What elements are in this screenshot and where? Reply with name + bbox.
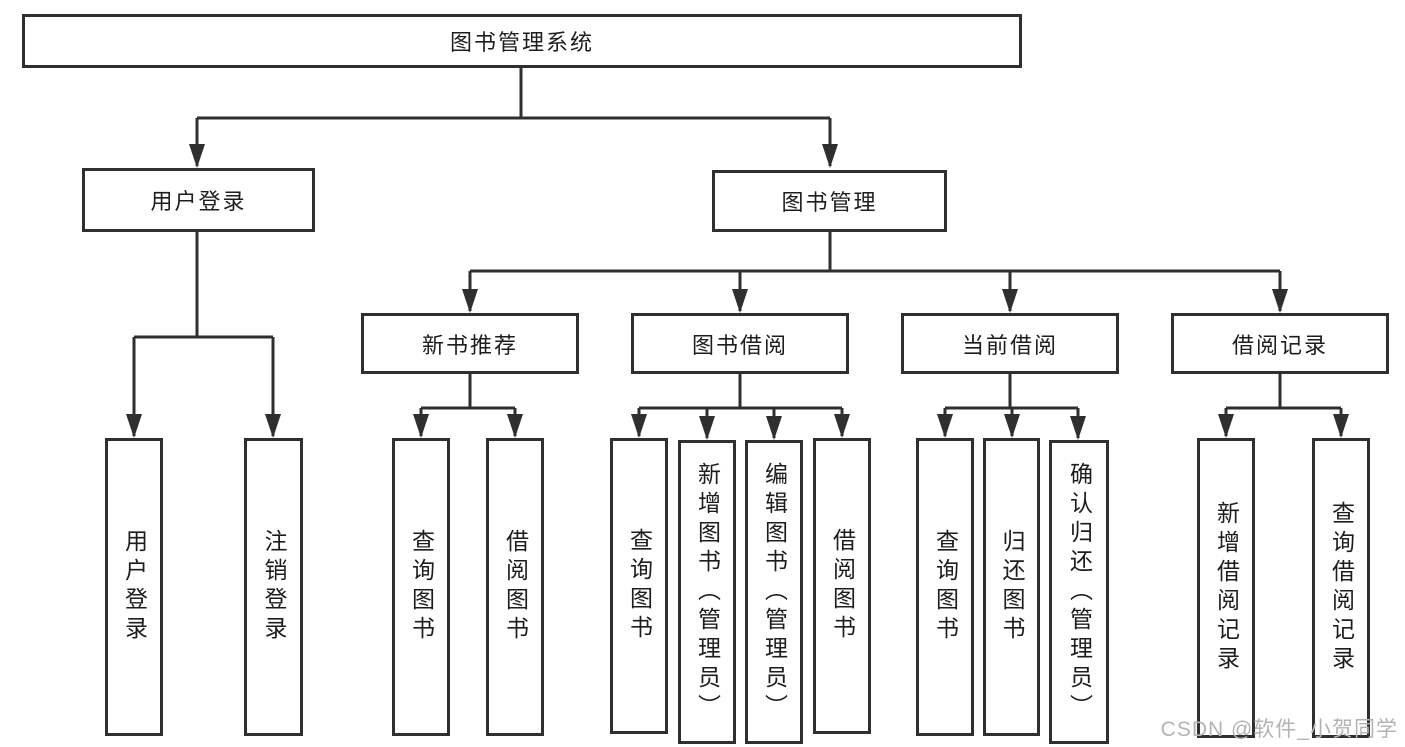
leaf-confirm-return-admin-label: 确认归还（管理员） (1066, 461, 1093, 723)
leaf-add-borrow-record-label: 新增借阅记录 (1213, 501, 1240, 675)
leaf-add-book-admin: 新增图书（管理员） (678, 440, 736, 744)
leaf-add-book-admin-label: 新增图书（管理员） (694, 461, 721, 723)
leaf-query-books-borrowing-label: 查询图书 (626, 528, 653, 644)
leaf-edit-book-admin: 编辑图书（管理员） (745, 440, 803, 744)
leaf-logout: 注销登录 (244, 438, 303, 736)
leaf-query-books-current-label: 查询图书 (932, 529, 959, 645)
leaf-query-books-borrowing: 查询图书 (610, 438, 668, 734)
node-book-borrowing-label: 图书借阅 (691, 332, 788, 358)
leaf-confirm-return-admin: 确认归还（管理员） (1049, 440, 1109, 744)
node-new-book-recommend-label: 新书推荐 (421, 332, 518, 358)
node-book-borrowing: 图书借阅 (631, 313, 849, 374)
leaf-borrow-books-borrowing: 借阅图书 (813, 438, 871, 734)
node-current-borrowing: 当前借阅 (901, 313, 1119, 374)
leaf-user-login-label: 用户登录 (121, 529, 148, 645)
node-current-borrowing-label: 当前借阅 (961, 332, 1058, 358)
node-root: 图书管理系统 (22, 14, 1022, 68)
leaf-add-borrow-record: 新增借阅记录 (1197, 438, 1255, 738)
arrowheads (126, 144, 1349, 440)
leaf-borrow-books-recommend: 借阅图书 (486, 438, 544, 736)
leaf-user-login: 用户登录 (105, 438, 163, 736)
leaf-query-books-recommend-label: 查询图书 (408, 529, 435, 645)
node-new-book-recommend: 新书推荐 (361, 313, 579, 374)
leaf-borrow-books-borrowing-label: 借阅图书 (829, 528, 856, 644)
node-borrowing-records: 借阅记录 (1171, 313, 1389, 374)
leaf-query-borrow-record: 查询借阅记录 (1312, 438, 1370, 738)
leaf-return-book: 归还图书 (983, 438, 1040, 736)
leaf-logout-label: 注销登录 (261, 529, 287, 645)
leaf-query-books-recommend: 查询图书 (392, 438, 450, 736)
leaf-edit-book-admin-label: 编辑图书（管理员） (761, 461, 788, 723)
watermark: CSDN @软件_小贺同学 (1160, 718, 1398, 741)
node-user-login-label: 用户登录 (150, 189, 247, 214)
node-book-management-label: 图书管理 (781, 190, 878, 215)
node-user-login: 用户登录 (82, 168, 315, 232)
node-borrowing-records-label: 借阅记录 (1231, 332, 1328, 358)
leaf-query-books-current: 查询图书 (916, 438, 974, 736)
node-book-management: 图书管理 (712, 170, 947, 232)
leaf-return-book-label: 归还图书 (999, 529, 1025, 645)
leaf-query-borrow-record-label: 查询借阅记录 (1328, 501, 1355, 675)
leaf-borrow-books-recommend-label: 借阅图书 (502, 529, 529, 645)
node-root-label: 图书管理系统 (449, 30, 594, 55)
